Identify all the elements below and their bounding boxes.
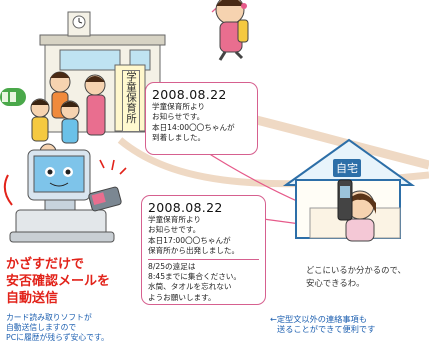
school-sign: 学童保育所: [122, 70, 140, 132]
home-label: 自宅: [333, 159, 361, 177]
message-bubble-departure: 2008.08.22 学童保育所より お知らせです。 本日17:00〇〇ちゃんが…: [141, 195, 266, 305]
computer-icon: [3, 149, 115, 243]
mother-comment: どこにいるか分かるので、 安心できるわ。: [306, 264, 406, 289]
divider: [148, 258, 259, 260]
message-date: 2008.08.22: [148, 200, 223, 215]
caption-line: PCに履歴が残らず安心です。: [6, 333, 109, 342]
message-line: 保育所から出発しました。: [148, 246, 240, 256]
caption: カード読み取りソフトが 自動送信しますので PCに履歴が残らず安心です。: [6, 313, 109, 343]
message-line: 到着しました。: [152, 133, 206, 143]
message-extra-line: 8:45までに集合ください。: [148, 272, 241, 282]
running-girl-icon: [215, 0, 249, 61]
message-line: お知らせです。: [152, 112, 205, 122]
message-line: 本日14:00〇〇ちゃんが: [152, 122, 235, 132]
headline-line: 安否確認メールを: [6, 274, 111, 289]
message-extra-line: 8/25の遠足は: [148, 261, 196, 271]
message-date: 2008.08.22: [152, 87, 227, 102]
mother-comment-line: 安心できるわ。: [306, 277, 365, 288]
mother-phone-icon: [337, 179, 376, 242]
message-extra-line: ようお願いします。: [148, 292, 216, 302]
headline: かざすだけで 安否確認メールを 自動送信: [6, 256, 110, 307]
caption-line: カード読み取りソフトが: [6, 313, 92, 322]
message-line: 本日17:00〇〇ちゃんが: [148, 235, 231, 245]
note-line: 送ることができて便利です: [277, 324, 376, 334]
note-line: ←定型文以外の連絡事項も: [270, 314, 367, 324]
card-reader-icon: [88, 159, 127, 212]
message-line: 学童保育所より: [148, 215, 202, 224]
caption-line: 自動送信しますので: [6, 323, 77, 332]
note: ←定型文以外の連絡事項も 送ることができて便利です: [270, 314, 375, 334]
message-bubble-arrival: 2008.08.22 学童保育所より お知らせです。 本日14:00〇〇ちゃんが…: [145, 82, 258, 155]
mother-comment-line: どこにいるか分かるので、: [306, 265, 406, 275]
message-line: お知らせです。: [148, 225, 201, 235]
message-extra-line: 水筒、タオルを忘れない: [148, 282, 232, 292]
headline-line: 自動送信: [6, 291, 59, 306]
headline-line: かざすだけで: [6, 257, 85, 272]
message-line: 学童保育所より: [152, 102, 206, 111]
